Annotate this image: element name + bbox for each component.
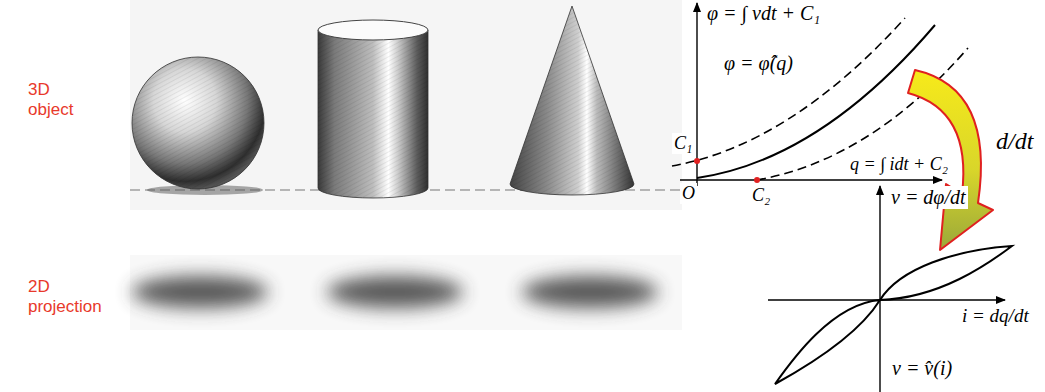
point-label: C₂ xyxy=(750,185,772,206)
cylinder-hatching xyxy=(318,30,428,198)
projection-panel xyxy=(130,255,682,330)
equation-label: φ = φ̂(q) xyxy=(722,52,795,75)
c1-point xyxy=(694,158,700,164)
hysteresis-lobe xyxy=(775,300,880,384)
cone-projection xyxy=(522,276,658,308)
equation-label: φ = ∫ vdt + C₁ xyxy=(705,2,822,25)
cylinder-top xyxy=(318,20,428,40)
equation-label: v = dφ/dt xyxy=(889,186,968,209)
operator-label: d/dt xyxy=(994,128,1035,156)
hysteresis-lobe xyxy=(880,246,1012,300)
cylinder-projection xyxy=(327,276,463,308)
origin-label: O xyxy=(680,183,697,204)
sphere-sketch xyxy=(132,57,264,189)
row-label: 2D projection xyxy=(28,277,118,316)
sphere-projection xyxy=(132,276,268,308)
q-axis xyxy=(680,179,942,180)
cone-sketch xyxy=(510,6,634,195)
row-label: 3D object xyxy=(28,80,88,119)
sphere-hatching xyxy=(132,57,264,189)
point-label: C₁ xyxy=(672,133,694,154)
v-axis xyxy=(879,186,880,392)
c2-point xyxy=(754,177,760,183)
equation-label: i = dq/dt xyxy=(960,305,1031,327)
equation-label: q = ∫ idt + C₂ xyxy=(848,154,950,175)
cylinder-sketch xyxy=(318,30,428,198)
equation-label: v = v̂(i) xyxy=(890,357,954,380)
sketch-panel xyxy=(130,0,682,210)
cone-hatching xyxy=(510,6,634,195)
